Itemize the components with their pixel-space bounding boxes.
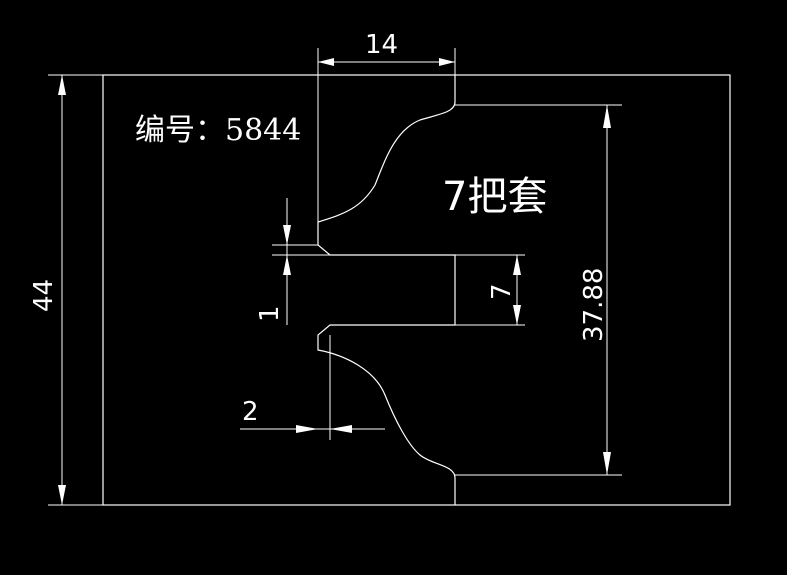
- dim-top-width: 14: [317, 30, 456, 222]
- dim-lip-offset-text: 2: [242, 397, 259, 427]
- dim-profile-height-text: 37.88: [579, 268, 609, 342]
- dim-lip-offset: 2: [240, 335, 385, 440]
- dim-overall-height-text: 44: [29, 279, 59, 312]
- dim-bore-height-text: 7: [487, 283, 517, 300]
- dim-overall-height: 44: [29, 74, 103, 506]
- part-name-label: 7把套: [442, 174, 547, 220]
- part-profile-outline: [317, 75, 456, 505]
- dim-profile-height: 37.88: [455, 104, 622, 476]
- dim-bore-height: 7: [455, 254, 525, 326]
- part-number-label: 编号：5844: [135, 113, 301, 148]
- dim-top-width-text: 14: [365, 30, 398, 60]
- dim-lip-step-text: 1: [255, 305, 285, 322]
- dim-lip-step: 1: [255, 198, 330, 325]
- outer-frame: [102, 74, 731, 506]
